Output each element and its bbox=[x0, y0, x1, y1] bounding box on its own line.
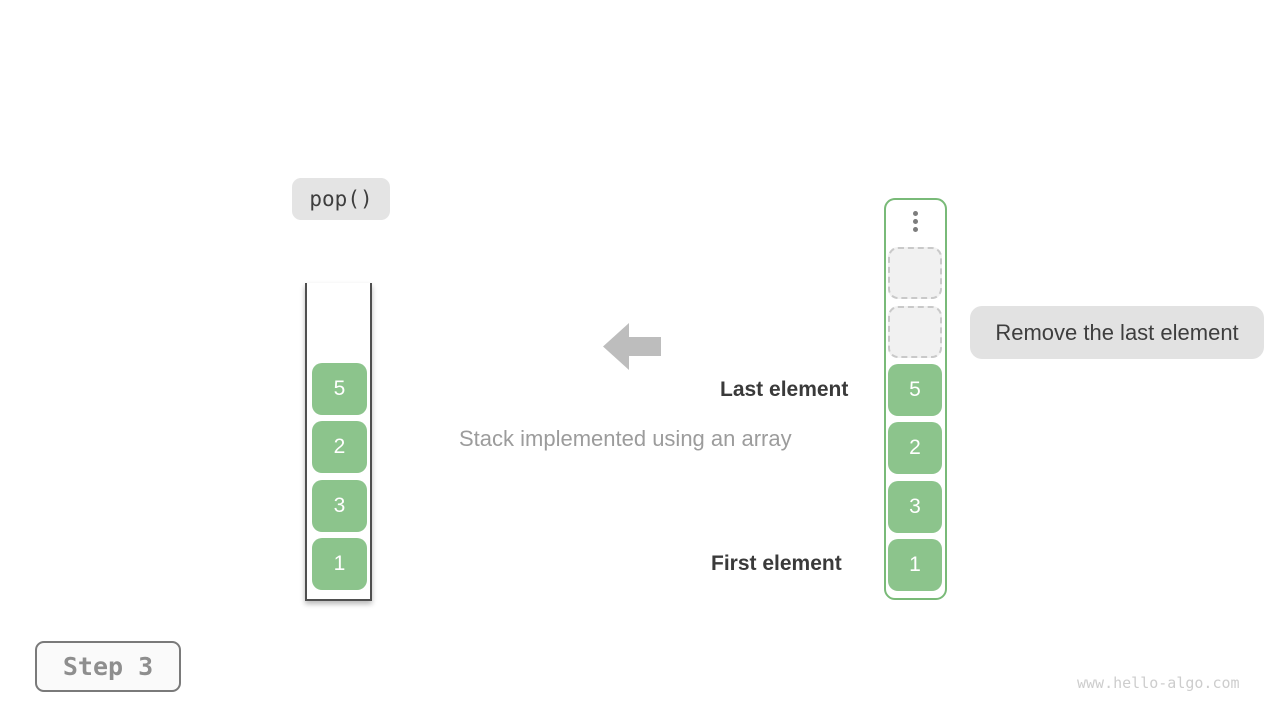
stack-cell: 3 bbox=[312, 480, 367, 532]
empty-slot bbox=[888, 306, 942, 358]
stack-cell: 2 bbox=[312, 421, 367, 473]
left-arrow-icon bbox=[603, 323, 661, 370]
stack-container: 5 2 3 1 bbox=[305, 283, 372, 601]
stack-cell: 5 bbox=[312, 363, 367, 415]
array-cell: 5 bbox=[888, 364, 942, 416]
remove-note-label: Remove the last element bbox=[970, 306, 1264, 359]
array-container: 5 2 3 1 bbox=[884, 198, 947, 600]
step-badge: Step 3 bbox=[35, 641, 181, 692]
operation-label: pop() bbox=[292, 178, 390, 220]
dot bbox=[913, 211, 918, 216]
last-element-label: Last element bbox=[720, 378, 849, 401]
vertical-dots-icon bbox=[886, 211, 945, 232]
caption-text: Stack implemented using an array bbox=[459, 426, 792, 451]
array-cell: 2 bbox=[888, 422, 942, 474]
dot bbox=[913, 219, 918, 224]
empty-slot bbox=[888, 247, 942, 299]
first-element-label: First element bbox=[711, 552, 842, 575]
watermark-text: www.hello-algo.com bbox=[1077, 674, 1240, 692]
array-cell: 3 bbox=[888, 481, 942, 533]
stack-cell: 1 bbox=[312, 538, 367, 590]
dot bbox=[913, 227, 918, 232]
array-cell: 1 bbox=[888, 539, 942, 591]
